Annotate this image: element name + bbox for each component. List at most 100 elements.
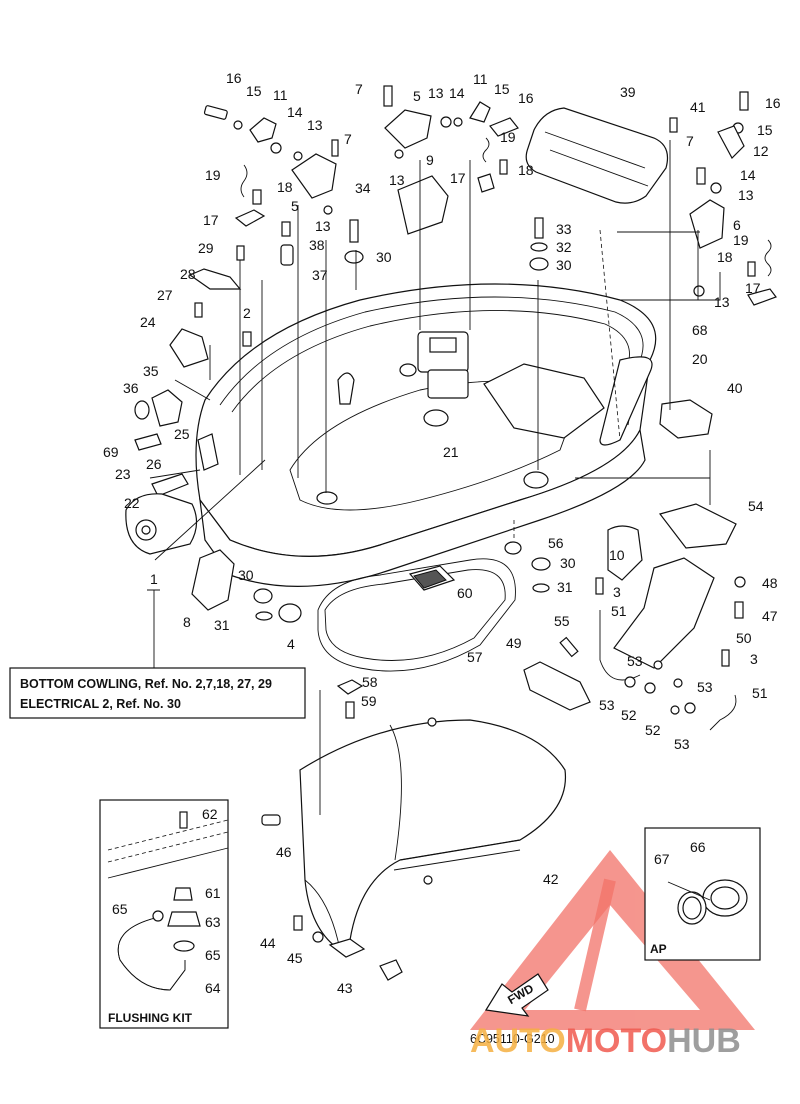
- callout-15: 15: [246, 83, 262, 99]
- callout-30: 30: [556, 257, 572, 273]
- callout-57: 57: [467, 649, 483, 665]
- callout-54: 54: [748, 498, 764, 514]
- callout-16: 16: [518, 90, 534, 106]
- callout-4: 4: [287, 636, 295, 652]
- legend-line-1: BOTTOM COWLING, Ref. No. 2,7,18, 27, 29: [20, 677, 272, 691]
- watermark-part-3: HUB: [667, 1022, 741, 1060]
- lower-cover-42: [299, 719, 567, 951]
- callout-52: 52: [621, 707, 637, 723]
- callout-37: 37: [312, 267, 328, 283]
- legend-box: BOTTOM COWLING, Ref. No. 2,7,18, 27, 29 …: [9, 589, 306, 719]
- callout-51: 51: [752, 685, 768, 701]
- callout-18: 18: [717, 249, 733, 265]
- callout-62: 62: [202, 806, 218, 822]
- callout-46: 46: [276, 844, 292, 860]
- callout-69: 69: [103, 444, 119, 460]
- callout-53: 53: [674, 736, 690, 752]
- guide-lines: [149, 140, 721, 815]
- callout-14: 14: [740, 167, 756, 183]
- cover-plate-39: [525, 107, 669, 204]
- callout-7: 7: [344, 131, 352, 147]
- callout-36: 36: [123, 380, 139, 396]
- callout-16: 16: [765, 95, 781, 111]
- callout-11: 11: [473, 71, 488, 87]
- callout-50: 50: [736, 630, 752, 646]
- callout-55: 55: [554, 613, 570, 629]
- callout-17: 17: [450, 170, 466, 186]
- callout-labels: 16 15 11 14 13 7 19 18 5 13 17 38 29 37 …: [103, 70, 781, 996]
- watermark-part-2: MOTO: [566, 1022, 667, 1060]
- callout-14: 14: [287, 104, 303, 120]
- ap-box-label: AP: [650, 942, 667, 956]
- diagram-code: 6C95110-G210: [470, 1032, 555, 1046]
- flushing-kit-title: FLUSHING KIT: [108, 1011, 193, 1025]
- callout-9: 9: [426, 152, 434, 168]
- callout-63: 63: [205, 914, 221, 930]
- callout-35: 35: [143, 363, 159, 379]
- hardware-center-cluster: [383, 85, 549, 271]
- callout-16: 16: [226, 70, 242, 86]
- callout-3: 3: [613, 584, 621, 600]
- callout-18: 18: [277, 179, 293, 195]
- bottom-cowling: [195, 283, 657, 587]
- callout-31: 31: [214, 617, 230, 633]
- callout-61: 61: [205, 885, 221, 901]
- callout-21: 21: [443, 444, 459, 460]
- callout-32: 32: [556, 239, 572, 255]
- callout-64: 64: [205, 980, 221, 996]
- callout-33: 33: [556, 221, 572, 237]
- callout-19: 19: [205, 167, 221, 183]
- callout-19: 19: [500, 129, 516, 145]
- callout-18: 18: [518, 162, 534, 178]
- callout-13: 13: [315, 218, 331, 234]
- callout-10: 10: [609, 547, 625, 563]
- callout-47: 47: [762, 608, 778, 624]
- callout-24: 24: [140, 314, 156, 330]
- callout-60: 60: [457, 585, 473, 601]
- callout-30: 30: [376, 249, 392, 265]
- callout-25: 25: [174, 426, 190, 442]
- callout-2: 2: [243, 305, 251, 321]
- callout-52: 52: [645, 722, 661, 738]
- callout-7: 7: [686, 133, 694, 149]
- watermark-part-1: AUTO: [470, 1022, 566, 1060]
- callout-13: 13: [428, 85, 444, 101]
- callout-49: 49: [506, 635, 522, 651]
- callout-39: 39: [620, 84, 636, 100]
- callout-12: 12: [753, 143, 769, 159]
- callout-13: 13: [714, 294, 730, 310]
- callout-42: 42: [543, 871, 559, 887]
- callout-53: 53: [599, 697, 615, 713]
- callout-5: 5: [291, 198, 299, 214]
- callout-40: 40: [727, 380, 743, 396]
- callout-6: 6: [733, 217, 741, 233]
- callout-31: 31: [557, 579, 573, 595]
- hardware-right-cluster: [669, 91, 777, 306]
- hardware-left-cluster: [169, 105, 364, 368]
- callout-44: 44: [260, 935, 276, 951]
- legend-line-2: ELECTRICAL 2, Ref. No. 30: [20, 697, 181, 711]
- part-8: [191, 549, 235, 611]
- callout-8: 8: [183, 614, 191, 630]
- callout-66: 66: [690, 839, 706, 855]
- callout-13: 13: [307, 117, 323, 133]
- callout-53: 53: [627, 653, 643, 669]
- part-40: [659, 399, 713, 439]
- callout-28: 28: [180, 266, 196, 282]
- callout-29: 29: [198, 240, 214, 256]
- callout-7: 7: [355, 81, 363, 97]
- callout-13: 13: [738, 187, 754, 203]
- hardware-right-middle: [504, 503, 746, 731]
- callout-30: 30: [238, 567, 254, 583]
- callout-59: 59: [361, 693, 377, 709]
- flushing-kit-box: FLUSHING KIT: [99, 799, 229, 1029]
- callout-3: 3: [750, 651, 758, 667]
- callout-23: 23: [115, 466, 131, 482]
- callout-68: 68: [692, 322, 708, 338]
- callout-27: 27: [157, 287, 173, 303]
- callout-15: 15: [757, 122, 773, 138]
- callout-1: 1: [150, 571, 158, 587]
- callout-67: 67: [654, 851, 670, 867]
- callout-53: 53: [697, 679, 713, 695]
